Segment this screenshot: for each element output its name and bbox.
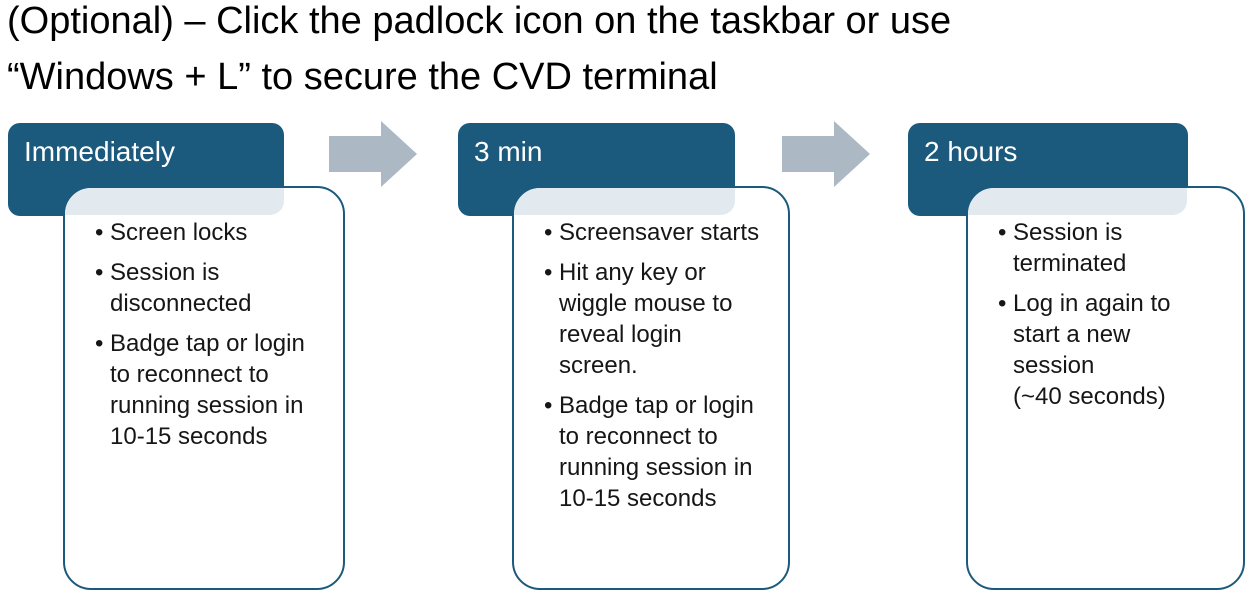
stage-bullet-list: Session is terminatedLog in again to sta… bbox=[968, 217, 1243, 412]
bullet-item: Hit any key or wiggle mouse to reveal lo… bbox=[544, 257, 762, 381]
bullet-item: Screensaver starts bbox=[544, 217, 762, 248]
stage-card-band bbox=[65, 188, 284, 215]
stage-header-label: 3 min bbox=[474, 136, 543, 167]
bullet-item: Badge tap or login to reconnect to runni… bbox=[544, 390, 762, 514]
bullet-item: Session is terminated bbox=[998, 217, 1217, 279]
stage-header-label: 2 hours bbox=[924, 136, 1018, 167]
stage-card: Screensaver startsHit any key or wiggle … bbox=[512, 186, 790, 590]
right-block-arrow-icon bbox=[329, 121, 417, 187]
stage-card-band bbox=[514, 188, 735, 215]
bullet-item: Badge tap or login to reconnect to runni… bbox=[95, 328, 317, 452]
stage-bullet-list: Screensaver startsHit any key or wiggle … bbox=[514, 217, 788, 514]
stage-bullet-list: Screen locksSession is disconnectedBadge… bbox=[65, 217, 343, 452]
title-line: “Windows + L” to secure the CVD terminal bbox=[7, 56, 718, 98]
title-line: (Optional) – Click the padlock icon on t… bbox=[7, 0, 952, 42]
bullet-item: Session is disconnected bbox=[95, 257, 317, 319]
stage-card: Screen locksSession is disconnectedBadge… bbox=[63, 186, 345, 590]
stage-card-band bbox=[968, 188, 1187, 215]
stage-header-label: Immediately bbox=[24, 136, 175, 167]
bullet-item: Screen locks bbox=[95, 217, 317, 248]
right-block-arrow-icon bbox=[782, 121, 870, 187]
bullet-item: Log in again to start a new session (~40… bbox=[998, 288, 1217, 412]
stage-header: 2 hours bbox=[908, 123, 1188, 216]
page-title: (Optional) – Click the padlock icon on t… bbox=[7, 0, 1237, 105]
stage-card: Session is terminatedLog in again to sta… bbox=[966, 186, 1245, 590]
